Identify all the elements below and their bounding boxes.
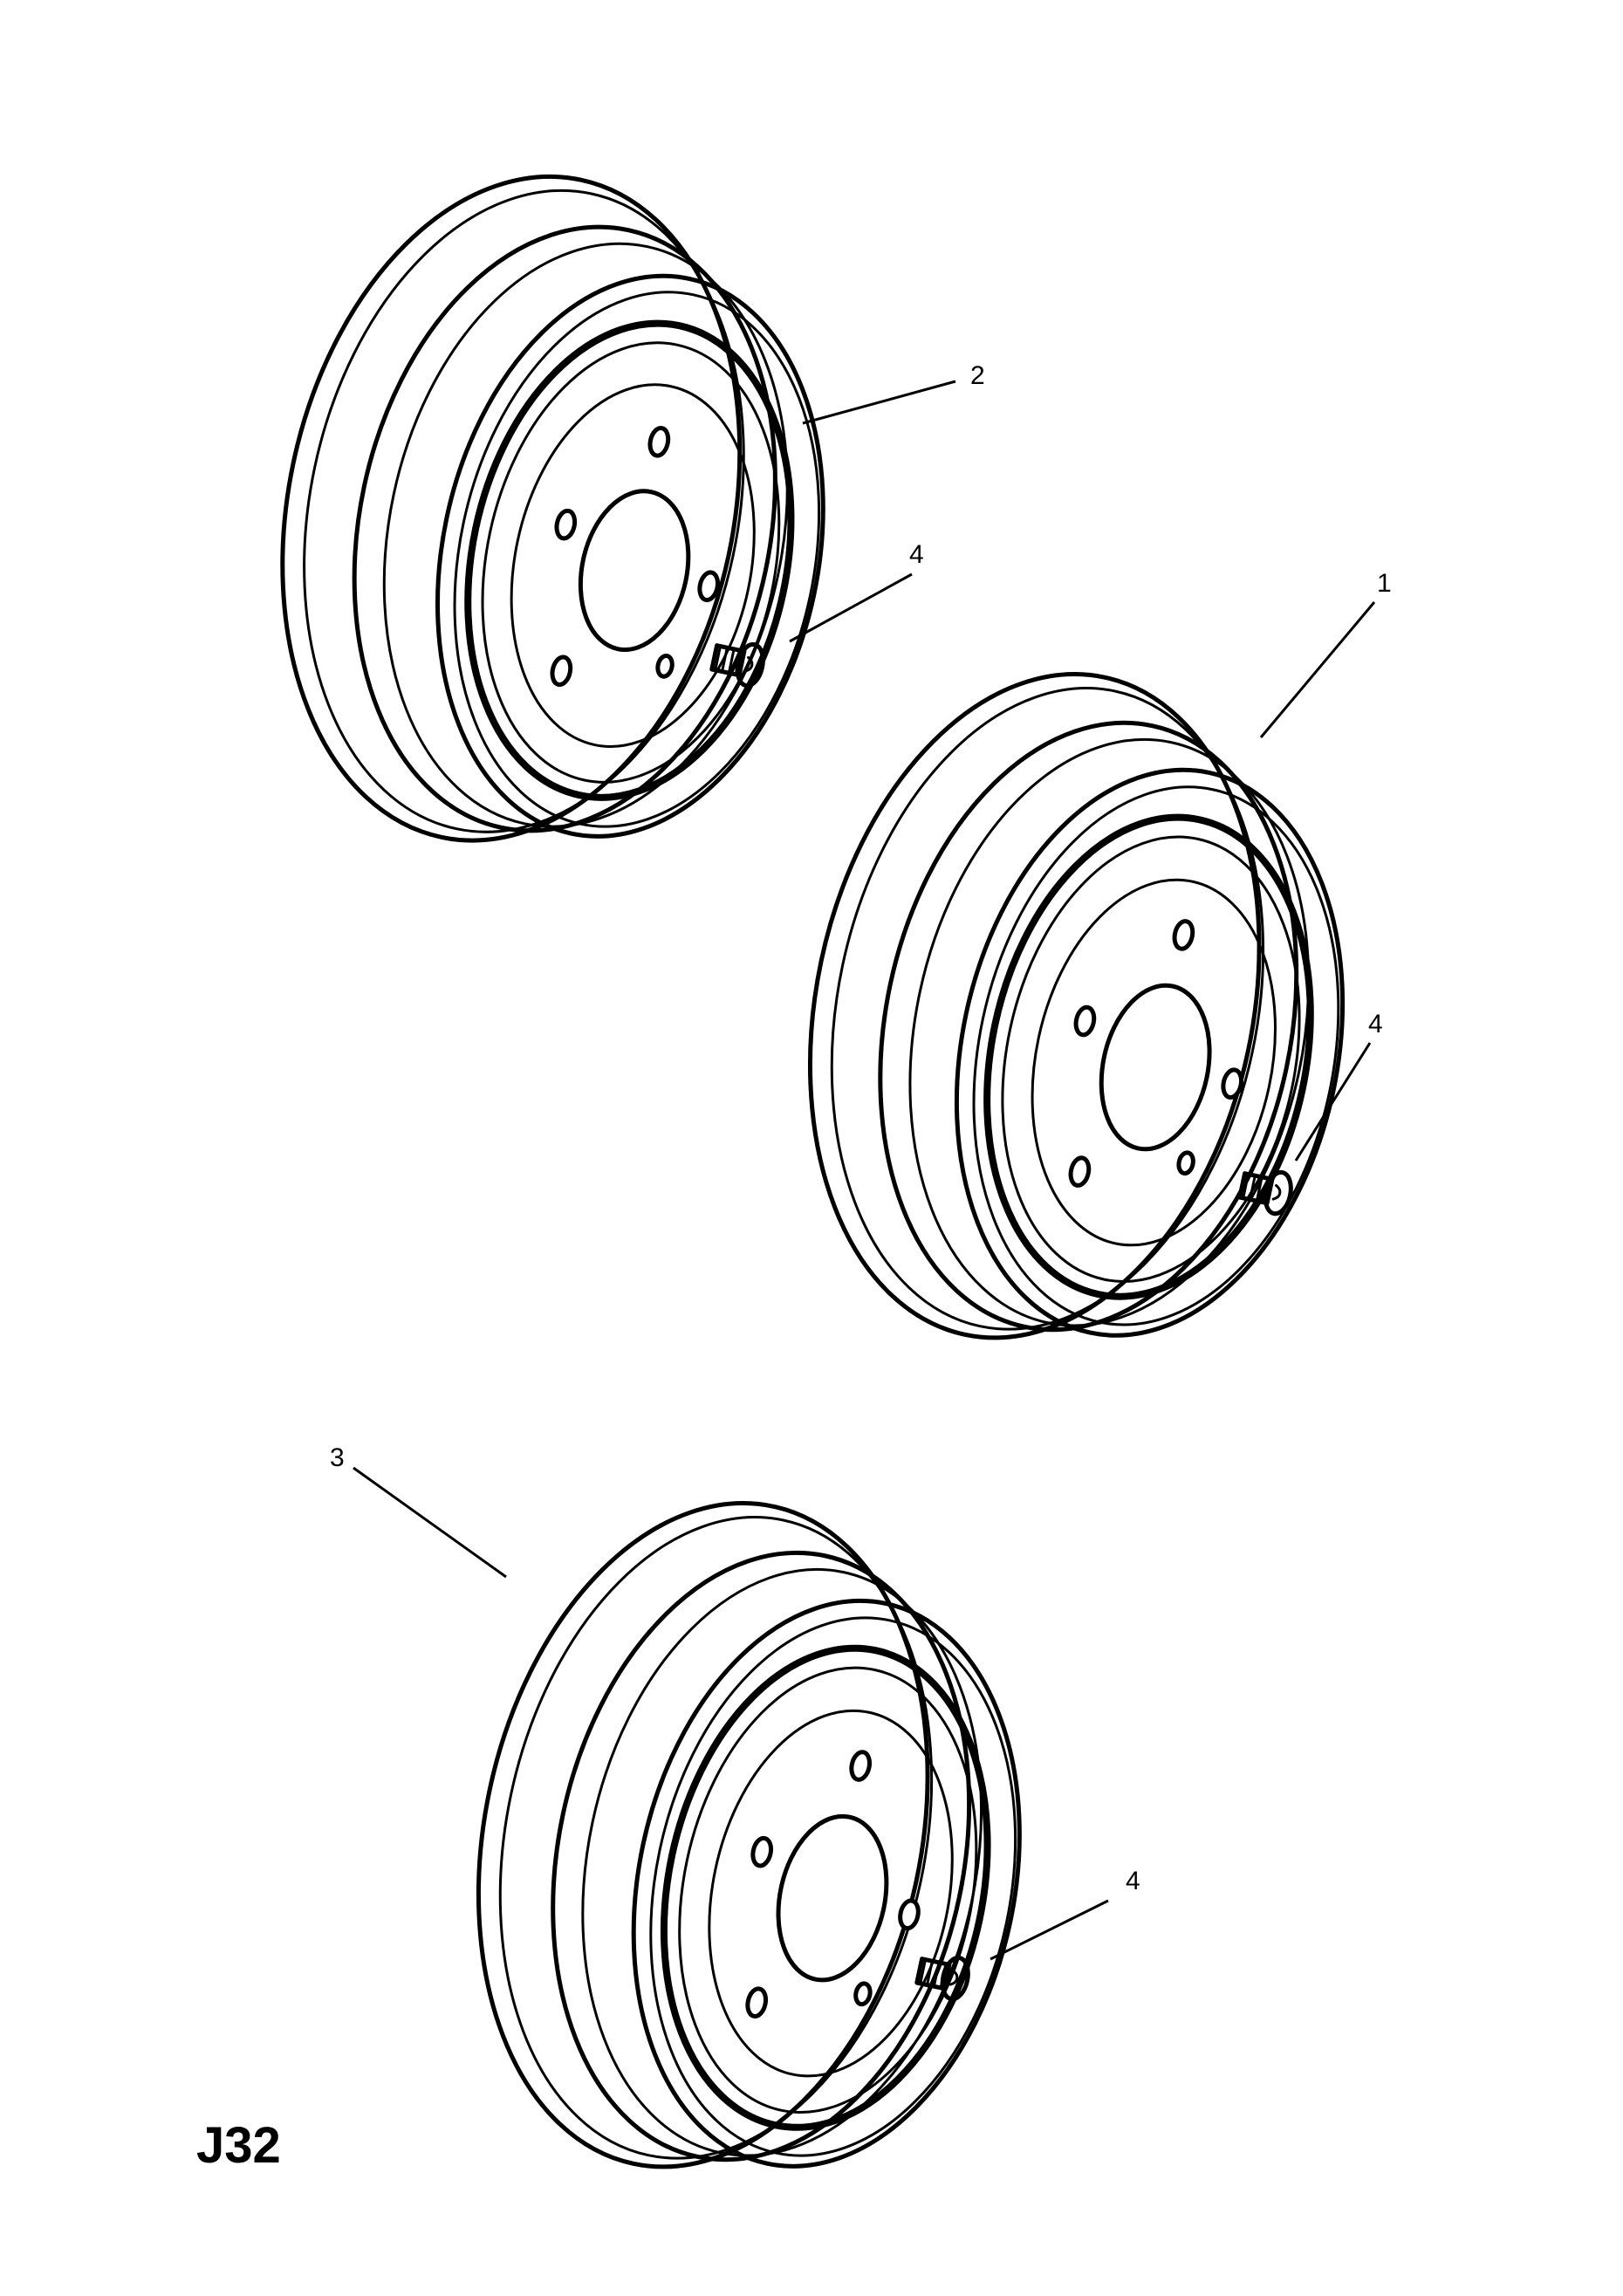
brake-drum-lower [476, 1501, 1022, 2169]
leader-line-bolt-middle [1294, 1042, 1372, 1162]
leader-line-bolt-upper [789, 572, 913, 643]
leader-line-drum-middle [1259, 601, 1376, 738]
diagram-code: J32 [196, 2117, 281, 2174]
callout-drum-upper: 2 [970, 361, 985, 390]
wheel-bolt-lower [914, 1955, 970, 2002]
wheel-bolt-upper [709, 641, 765, 689]
callout-bolt-upper: 4 [909, 540, 924, 569]
callout-bolt-middle: 4 [1368, 1010, 1383, 1038]
callout-drum-middle: 1 [1377, 569, 1392, 598]
brake-drum-middle [807, 672, 1346, 1340]
brake-drum-upper [280, 174, 825, 843]
leader-line-drum-lower [353, 1466, 507, 1579]
callout-drum-lower: 3 [330, 1443, 345, 1472]
leader-line-drum-upper [802, 380, 956, 425]
leader-line-bolt-lower [990, 1899, 1109, 1961]
wheel-bolt-middle [1237, 1169, 1293, 1217]
callout-bolt-lower: 4 [1126, 1867, 1140, 1895]
